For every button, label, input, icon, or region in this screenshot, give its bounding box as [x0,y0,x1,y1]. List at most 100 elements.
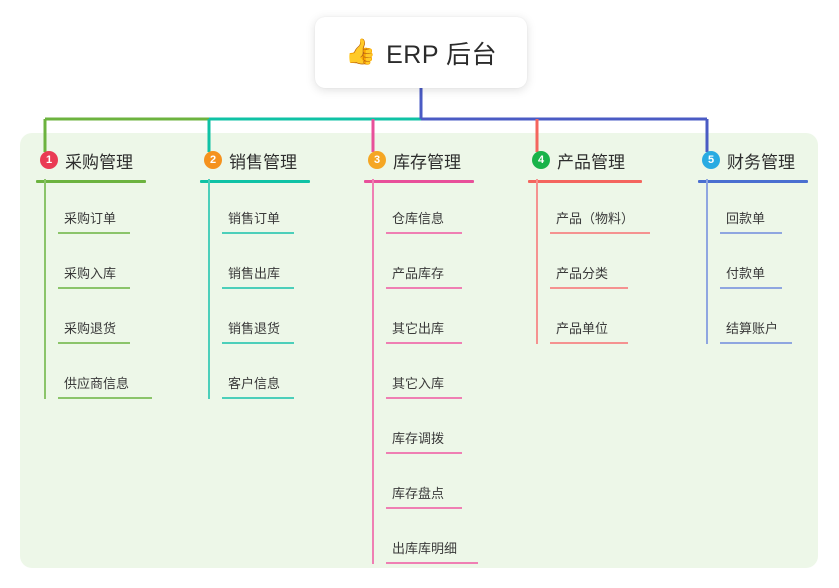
leaf-rule [58,342,130,344]
leaf-rule [386,342,462,344]
leaf-label: 结算账户 [726,321,779,336]
column-title: 采购管理 [65,152,133,172]
column-title: 财务管理 [727,152,795,172]
leaf-rule [222,287,294,289]
column-header-3[interactable]: 3 库存管理 [364,147,474,173]
leaf-item[interactable]: 仓库信息 [364,179,474,234]
leaf-item[interactable]: 回款单 [698,179,808,234]
leaf-rule [550,342,628,344]
column-leaf-list: 仓库信息产品库存其它出库其它入库库存调拨库存盘点出库库明细 [364,179,478,564]
column-leaf-list: 销售订单销售出库销售退货客户信息 [200,179,310,399]
leaf-label: 采购入库 [64,266,117,281]
leaf-rule [386,562,478,564]
column-header-1[interactable]: 1 采购管理 [36,147,146,173]
leaf-item[interactable]: 结算账户 [698,289,808,344]
leaf-rule [222,397,294,399]
leaf-item[interactable]: 采购入库 [36,234,146,289]
column-badge-icon: 3 [368,151,386,169]
leaf-item[interactable]: 出库库明细 [364,509,478,564]
leaf-rule [720,342,792,344]
leaf-rule [386,507,462,509]
leaf-item[interactable]: 付款单 [698,234,808,289]
leaf-label: 库存盘点 [392,486,445,501]
column-header-rule [36,180,146,183]
leaf-item[interactable]: 产品库存 [364,234,474,289]
leaf-label: 其它入库 [392,376,445,391]
leaf-rule [386,287,462,289]
leaf-rule [550,287,628,289]
column-spine [44,179,46,399]
column-header-4[interactable]: 4 产品管理 [528,147,642,173]
leaf-item[interactable]: 客户信息 [200,344,310,399]
column-badge-icon: 4 [532,151,550,169]
leaf-rule [386,232,462,234]
leaf-label: 库存调拨 [392,431,445,446]
column-spine [536,179,538,344]
column-header-rule [200,180,310,183]
leaf-label: 销售订单 [228,211,281,226]
leaf-item[interactable]: 库存盘点 [364,454,474,509]
column-leaf-list: 回款单付款单结算账户 [698,179,808,344]
leaf-item[interactable]: 产品（物料） [528,179,650,234]
leaf-label: 产品分类 [556,266,609,281]
column-leaf-list: 采购订单采购入库采购退货供应商信息 [36,179,152,399]
column-1: 1 采购管理采购订单采购入库采购退货供应商信息 [36,147,152,399]
leaf-item[interactable]: 销售订单 [200,179,310,234]
leaf-item[interactable]: 销售出库 [200,234,310,289]
leaf-item[interactable]: 采购退货 [36,289,146,344]
column-5: 5 财务管理回款单付款单结算账户 [698,147,808,344]
leaf-item[interactable]: 产品单位 [528,289,642,344]
column-2: 2 销售管理销售订单销售出库销售退货客户信息 [200,147,310,399]
leaf-label: 付款单 [726,266,766,281]
leaf-label: 其它出库 [392,321,445,336]
leaf-rule [720,287,782,289]
leaf-rule [222,232,294,234]
leaf-label: 客户信息 [228,376,281,391]
leaf-label: 采购订单 [64,211,117,226]
root-node[interactable]: 👍 ERP 后台 [315,17,527,88]
leaf-rule [58,232,130,234]
leaf-label: 销售出库 [228,266,281,281]
column-title: 库存管理 [393,152,461,172]
column-header-2[interactable]: 2 销售管理 [200,147,310,173]
column-title: 销售管理 [229,152,297,172]
column-badge-icon: 5 [702,151,720,169]
leaf-rule [386,452,462,454]
leaf-label: 产品单位 [556,321,609,336]
leaf-rule [222,342,294,344]
leaf-label: 销售退货 [228,321,281,336]
column-header-rule [364,180,474,183]
leaf-label: 仓库信息 [392,211,445,226]
leaf-label: 出库库明细 [392,541,458,556]
column-badge-icon: 1 [40,151,58,169]
column-title: 产品管理 [557,152,625,172]
leaf-item[interactable]: 其它入库 [364,344,474,399]
column-4: 4 产品管理产品（物料） 产品分类产品单位 [528,147,650,344]
column-spine [372,179,374,564]
leaf-item[interactable]: 采购订单 [36,179,146,234]
leaf-rule [386,397,462,399]
leaf-item[interactable]: 库存调拨 [364,399,474,454]
leaf-label: 采购退货 [64,321,117,336]
column-spine [208,179,210,399]
leaf-item[interactable]: 产品分类 [528,234,642,289]
thumbs-up-icon: 👍 [344,38,377,66]
column-spine [706,179,708,344]
leaf-item[interactable]: 供应商信息 [36,344,152,399]
column-header-rule [698,180,808,183]
leaf-rule [58,287,130,289]
leaf-label: 供应商信息 [64,376,130,391]
content-panel [20,133,818,568]
column-header-5[interactable]: 5 财务管理 [698,147,808,173]
leaf-item[interactable]: 其它出库 [364,289,474,344]
column-3: 3 库存管理仓库信息产品库存其它出库其它入库库存调拨库存盘点出库库明细 [364,147,478,564]
root-title: ERP 后台 [386,40,498,69]
column-header-rule [528,180,642,183]
leaf-rule [58,397,152,399]
leaf-label: 回款单 [726,211,766,226]
leaf-label: 产品（物料） [556,211,635,226]
column-badge-icon: 2 [204,151,222,169]
leaf-item[interactable]: 销售退货 [200,289,310,344]
leaf-label: 产品库存 [392,266,445,281]
